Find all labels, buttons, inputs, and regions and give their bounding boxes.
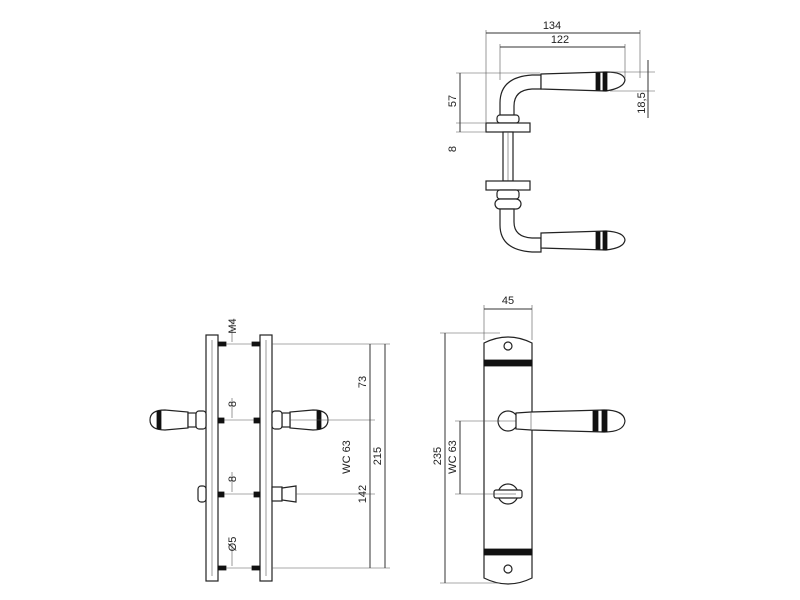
label-235: 235 xyxy=(432,447,444,465)
label-45: 45 xyxy=(502,295,514,307)
label-73: 73 xyxy=(357,376,369,388)
front-view-wc-knob xyxy=(493,483,523,505)
label-122: 122 xyxy=(551,34,569,46)
label-8-upper: 8 xyxy=(227,401,239,407)
label-8-lower: 8 xyxy=(227,476,239,482)
top-view-upper-handle xyxy=(485,71,626,133)
top-view-dimensions xyxy=(456,30,655,133)
top-view-spindle xyxy=(502,131,514,182)
front-view: 45 235 WC 63 xyxy=(432,295,626,585)
label-8: 8 xyxy=(447,146,459,152)
side-view-screw-bottom xyxy=(217,565,261,571)
front-view-plate xyxy=(483,336,533,585)
label-142: 142 xyxy=(357,485,369,503)
side-view-screw-top xyxy=(217,341,261,347)
top-view-lower-handle xyxy=(485,180,626,253)
label-57: 57 xyxy=(447,95,459,107)
label-215: 215 xyxy=(372,447,384,465)
label-d5: Ø5 xyxy=(227,537,239,552)
label-wc63-front: WC 63 xyxy=(447,440,459,474)
top-view: 134 122 57 8 18,5 xyxy=(447,20,655,253)
label-134: 134 xyxy=(543,20,561,32)
label-18-5: 18,5 xyxy=(636,92,648,113)
label-m4: M4 xyxy=(227,318,239,333)
side-view: M4 8 8 Ø5 73 WC 63 215 142 xyxy=(149,318,390,582)
front-view-dimensions xyxy=(440,305,533,584)
label-wc63-side: WC 63 xyxy=(341,440,353,474)
front-view-lever xyxy=(497,409,626,433)
side-view-wc-knobs xyxy=(197,485,297,503)
side-view-plates xyxy=(205,334,273,582)
side-view-dimensions xyxy=(231,320,390,569)
